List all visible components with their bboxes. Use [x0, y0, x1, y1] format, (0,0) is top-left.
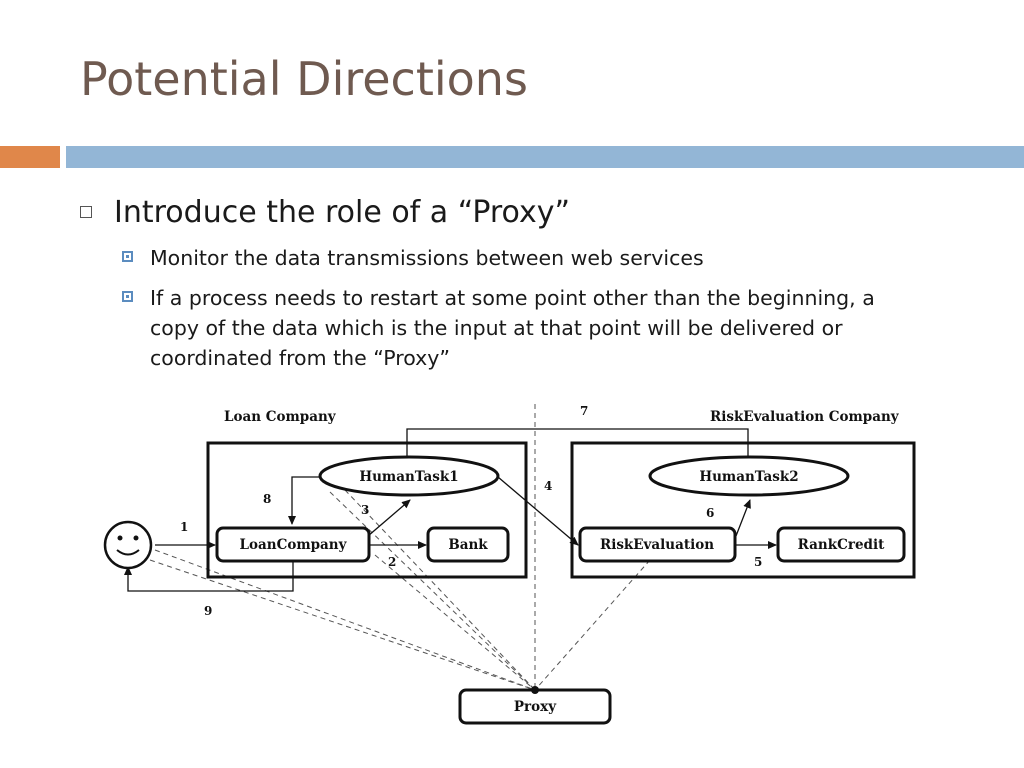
riskevaluation-label: RiskEvaluation: [600, 537, 714, 553]
edge-6: [735, 499, 751, 537]
slide-title: Potential Directions: [80, 52, 528, 106]
edge-label-9: 9: [204, 604, 212, 618]
loancompany-label: LoanCompany: [240, 537, 348, 553]
humantask1-label: HumanTask1: [359, 469, 458, 485]
rankcredit-node: [776, 526, 906, 563]
sub-bullet-icon: [122, 291, 133, 302]
risk-company-box: [570, 441, 916, 579]
edge-7: [406, 428, 749, 461]
sub-bullet-line: copy of the data which is the input at t…: [150, 316, 843, 340]
accent-bar-orange: [0, 146, 60, 168]
risk-company-label: RiskEvaluation Company: [710, 409, 900, 425]
proxy-label: Proxy: [514, 699, 557, 715]
edge-9: [124, 562, 294, 592]
sub-bullet-line: coordinated from the “Proxy”: [150, 346, 451, 370]
sub-bullet-line: If a process needs to restart at some po…: [150, 286, 875, 310]
edge-label-3: 3: [361, 503, 369, 517]
edge-label-5: 5: [754, 555, 762, 569]
edge-8: [288, 476, 322, 525]
loancompany-node: [215, 526, 371, 563]
rankcredit-label: RankCredit: [798, 537, 885, 553]
bank-label: Bank: [448, 537, 488, 553]
edge-label-7: 7: [580, 404, 588, 418]
dashed-line-user-2: [149, 559, 536, 691]
sub-bullet-icon: [122, 251, 133, 262]
edge-label-6: 6: [706, 506, 714, 520]
dashed-line-humantask1: [329, 491, 536, 691]
edge-label-1: 1: [180, 520, 188, 534]
edge-label-4: 4: [544, 479, 552, 493]
user-smiley-icon: [103, 520, 153, 570]
riskevaluation-node: [578, 526, 737, 563]
proxy-junction-dot: [531, 686, 539, 694]
edge-4: [497, 476, 579, 546]
edge-3: [367, 499, 411, 537]
proxy-dashed-lines: [149, 404, 651, 691]
humantask2-label: HumanTask2: [699, 469, 798, 485]
edge-label-2: 2: [388, 555, 396, 569]
humantask1-node: [318, 455, 500, 497]
loan-company-label: Loan Company: [224, 409, 337, 425]
dashed-line-humantask1-2: [344, 489, 536, 691]
bullet-text: Introduce the role of a “Proxy”: [114, 195, 571, 230]
accent-bar-blue: [66, 146, 1024, 168]
bank-node: [426, 526, 510, 563]
square-bullet-icon: [80, 206, 92, 218]
sub-bullet-text: If a process needs to restart at some po…: [150, 283, 875, 373]
dashed-line-riskevaluation: [534, 559, 651, 691]
humantask2-node: [648, 455, 850, 497]
dashed-line-user: [154, 549, 536, 691]
edge-label-8: 8: [263, 492, 271, 506]
dashed-line-loancompany: [374, 554, 536, 691]
sub-bullet-text: Monitor the data transmissions between w…: [150, 246, 704, 270]
loan-company-box: [206, 441, 528, 579]
